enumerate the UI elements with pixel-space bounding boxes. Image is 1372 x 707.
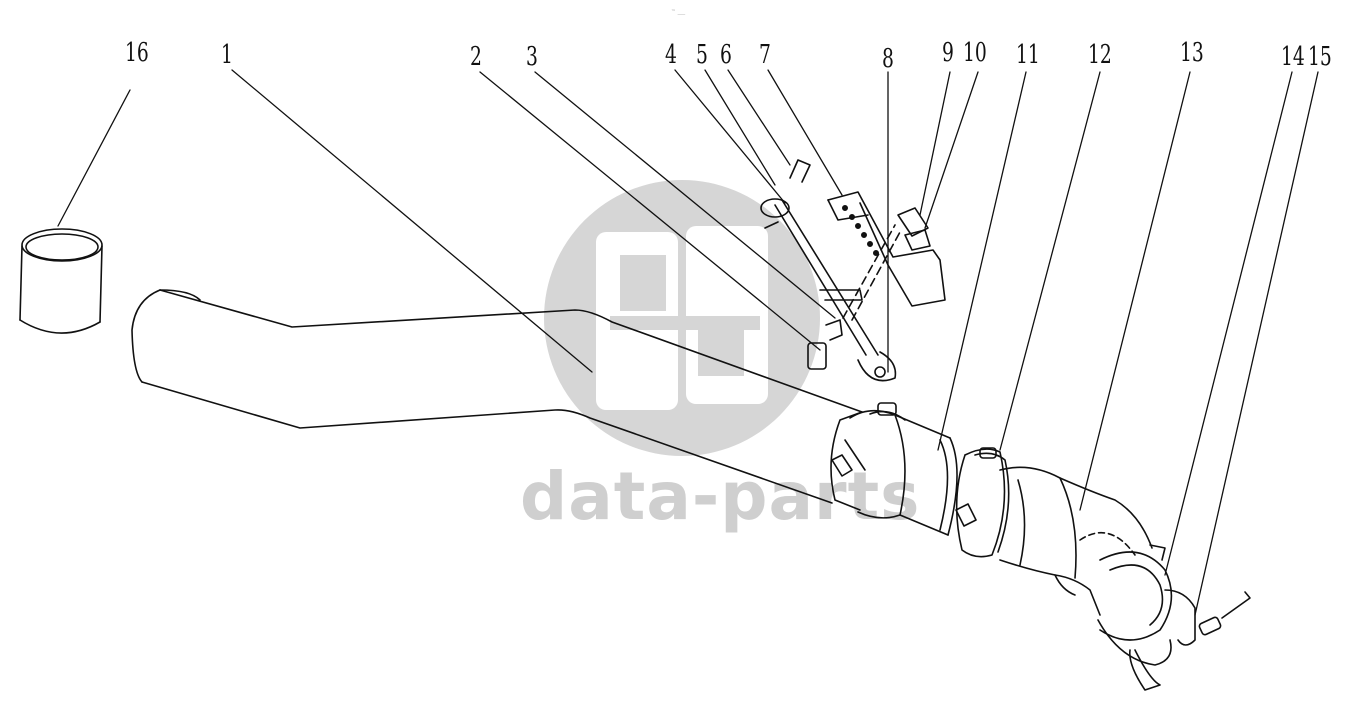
callout-1: 1: [221, 40, 233, 70]
callout-2: 2: [470, 42, 482, 72]
parts-7-10-plate: [827, 191, 946, 307]
callout-14: 14: [1281, 42, 1305, 72]
callout-13: 13: [1180, 38, 1204, 68]
watermark-text: data-parts: [520, 458, 921, 535]
callout-3: 3: [526, 42, 538, 72]
part-14-15-clamp: [1097, 544, 1251, 691]
part-1-hose: [131, 289, 863, 504]
part-16-sleeve: [19, 228, 103, 334]
callout-5: 5: [696, 40, 708, 70]
callout-9: 9: [942, 38, 954, 68]
callout-8: 8: [882, 44, 894, 74]
callout-4: 4: [665, 40, 677, 70]
leader-lines: [57, 69, 1319, 616]
callout-15: 15: [1308, 42, 1332, 72]
part-11-connector: [830, 402, 958, 536]
part-12-clamp: [955, 447, 1010, 558]
callout-11: 11: [1016, 40, 1040, 70]
callout-16: 16: [125, 38, 149, 68]
part-13-elbow: [999, 466, 1153, 616]
callout-6: 6: [720, 40, 732, 70]
callout-10: 10: [963, 38, 987, 68]
callout-7: 7: [759, 40, 771, 70]
callout-12: 12: [1088, 40, 1112, 70]
parts-4-8-bracket: [760, 159, 901, 382]
tiny-mark: ™ ___: [671, 9, 686, 15]
